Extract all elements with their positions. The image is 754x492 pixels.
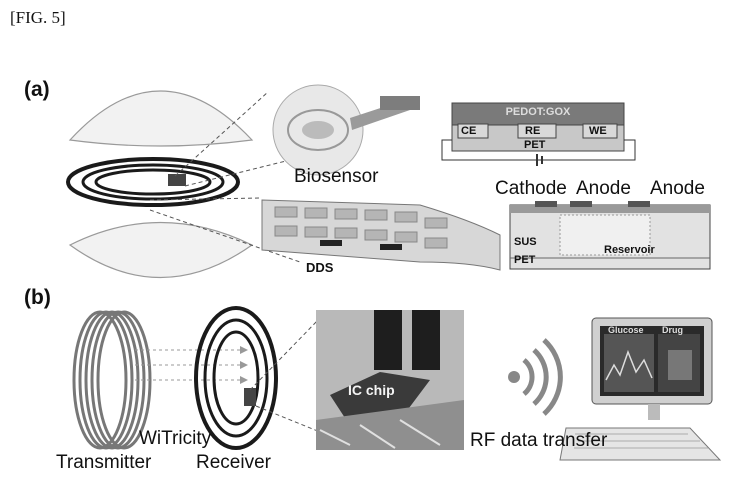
dds-image [261,199,501,271]
biosensor-label: Biosensor [294,166,379,187]
biosensor-image [272,84,420,176]
panel-b-letter: (b) [24,286,51,309]
anode-label-1: Anode [576,178,631,199]
receiver-chip [244,388,256,406]
dds-cross-section [509,201,711,270]
coil-biosensor-chip [168,174,186,186]
receiver-label: Receiver [196,452,271,473]
stack-top-label: PEDOT:GOX [505,106,571,118]
stack-we-label: WE [589,125,607,137]
keyboard-icon [559,427,722,461]
ic-chip-image [316,310,464,450]
witricity-label: WiTricity [139,428,212,449]
rf-data-transfer-label: RF data transfer [470,430,608,451]
receiver-coil [194,306,278,450]
monitor-tab-drug: Drug [662,325,683,335]
figure-label: [FIG. 5] [10,8,66,27]
wireless-field-arrows [135,346,248,384]
zoom-guide-lines [149,91,301,263]
panel-a-letter: (a) [24,78,50,101]
ic-chip-label: IC chip [348,382,395,398]
sensor-stack-diagram [441,102,636,166]
sus-label: SUS [514,236,537,248]
lens-top-shape [68,90,254,147]
dds-label: DDS [306,260,334,275]
lens-coil-rings [66,157,240,207]
monitor-tab-glucose: Glucose [608,325,644,335]
rf-wave-icon [508,338,563,416]
pet-label: PET [514,254,536,266]
stack-pet-label: PET [524,139,546,151]
cathode-label: Cathode [495,178,567,199]
reservoir-label: Reservoir [604,244,655,256]
receiver-zoom-lines [249,317,321,433]
transmitter-label: Transmitter [56,452,152,473]
stack-re-label: RE [525,125,541,137]
anode-label-2: Anode [650,178,705,199]
stack-ce-label: CE [461,125,477,137]
computer-monitor-icon [591,317,713,420]
